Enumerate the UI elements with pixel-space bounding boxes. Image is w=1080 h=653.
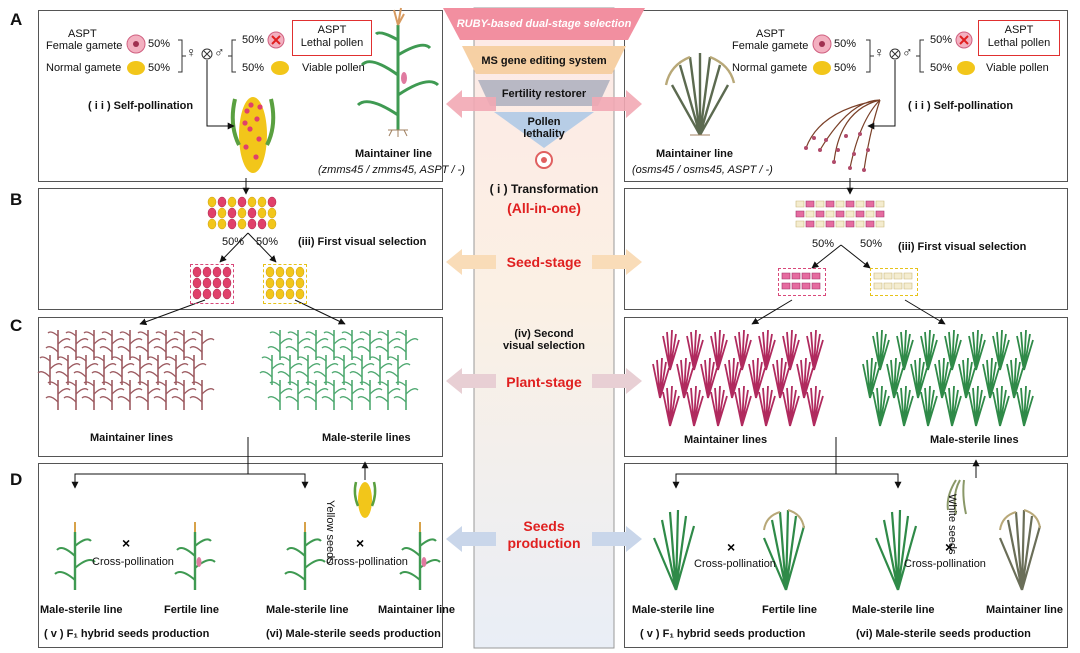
- maize-male-sterile-field: [259, 329, 419, 411]
- rice-f1-production: ( v ) F₁ hybrid seeds production: [640, 628, 806, 640]
- rice-normal-pct: 50%: [834, 62, 857, 74]
- maize-lethal-pct: 50%: [242, 34, 265, 46]
- arrow-transformation: [446, 90, 642, 118]
- rice-normal-gamete: Normal gamete: [732, 62, 808, 74]
- maize-lethal-box-aspt: ASPT: [317, 24, 347, 36]
- maize-maintainer-line-d: Maintainer line: [378, 604, 456, 616]
- cross-symbol-maize-2: ×: [356, 535, 364, 551]
- female-symbol-maize: ♀: [186, 44, 197, 60]
- rice-male-sterile-line-1: Male-sterile line: [632, 604, 715, 616]
- rice-lethal-box-text: Lethal pollen: [987, 37, 1051, 49]
- funnel-fertility-restorer: Fertility restorer: [501, 88, 587, 100]
- rice-cross-pollination-1: Cross-pollination: [694, 558, 776, 570]
- funnel-ms-gene-editing: MS gene editing system: [481, 55, 607, 67]
- rice-lethal-pct: 50%: [930, 34, 953, 46]
- section-label-c: C: [10, 316, 23, 335]
- maize-cross-pollination-2: Cross-pollination: [326, 556, 408, 568]
- maize-viable-pct: 50%: [242, 62, 265, 74]
- rice-pink-seed-box: [778, 268, 826, 296]
- maize-ms-seed-production: (vi) Male-sterile seeds production: [266, 628, 441, 640]
- maize-viable-pollen: Viable pollen: [302, 62, 365, 74]
- rice-fertile-line: Fertile line: [762, 604, 818, 616]
- maize-maintainer-line-label: Maintainer line: [355, 148, 433, 160]
- seed-stage-label: Seed-stage: [506, 254, 582, 270]
- rice-self-pollination: ( i i ) Self-pollination: [908, 100, 1014, 112]
- rice-male-sterile-line-2: Male-sterile line: [852, 604, 935, 616]
- maize-normal-pct: 50%: [148, 62, 171, 74]
- maize-genotype: (zmms45 / zmms45, ASPT / -): [318, 164, 465, 176]
- male-symbol-maize: ♂: [214, 44, 225, 60]
- section-label-a: A: [10, 10, 23, 29]
- rice-viable-pct: 50%: [930, 62, 953, 74]
- rice-female-pct: 50%: [834, 38, 857, 50]
- all-in-one-label: (All-in-one): [507, 200, 581, 216]
- maize-aspt-label: ASPT: [68, 28, 97, 40]
- transformation-label: ( i ) Transformation: [489, 182, 599, 196]
- male-symbol-rice: ♂: [902, 44, 913, 60]
- maize-male-sterile-line-1: Male-sterile line: [40, 604, 123, 616]
- maize-cross-pollination-1: Cross-pollination: [92, 556, 174, 568]
- maize-female-pct: 50%: [148, 38, 171, 50]
- funnel-pollen-lethality: Pollen lethality: [523, 116, 565, 140]
- maize-fertile-line: Fertile line: [164, 604, 220, 616]
- rice-cross-pollination-2: Cross-pollination: [904, 558, 986, 570]
- maize-lethal-pollen-box: ASPT Lethal pollen: [292, 20, 372, 56]
- maize-split-pct-left: 50%: [222, 236, 245, 248]
- cross-symbol-maize-1: ×: [122, 535, 130, 551]
- rice-lethal-box-aspt: ASPT: [1004, 24, 1034, 36]
- rice-maintainer-line-label: Maintainer line: [656, 148, 734, 160]
- maize-first-visual-selection: (iii) First visual selection: [298, 236, 427, 248]
- second-visual-selection-label: (iv) Second visual selection: [503, 328, 585, 352]
- rice-viable-pollen: Viable pollen: [986, 62, 1049, 74]
- maize-f1-production: ( v ) F₁ hybrid seeds production: [44, 628, 210, 640]
- maize-yellow-seed-box: [263, 264, 307, 304]
- maize-yellow-seeds-label: Yellow seeds: [324, 500, 336, 564]
- seeds-production-label: Seeds production: [507, 518, 581, 551]
- rice-female-gamete: Female gamete: [732, 40, 809, 52]
- rice-split-pct-left: 50%: [812, 238, 835, 250]
- rice-maintainer-lines-caption: Maintainer lines: [684, 434, 768, 446]
- plant-stage-label: Plant-stage: [506, 374, 582, 390]
- maize-maintainer-lines-caption: Maintainer lines: [90, 432, 174, 444]
- section-label-b: B: [10, 190, 23, 209]
- maize-mixed-kernels: [207, 196, 277, 230]
- rice-first-visual-selection: (iii) First visual selection: [898, 241, 1027, 253]
- rice-white-seed-box: [870, 268, 918, 296]
- funnel-title: RUBY-based dual-stage selection: [456, 18, 632, 30]
- rice-genotype: (osms45 / osms45, ASPT / -): [632, 164, 773, 176]
- rice-maintainer-line-d: Maintainer line: [986, 604, 1064, 616]
- maize-male-sterile-line-2: Male-sterile line: [266, 604, 349, 616]
- maize-maintainer-field: [37, 329, 215, 411]
- section-label-d: D: [10, 470, 23, 489]
- maize-split-pct-right: 50%: [256, 236, 279, 248]
- rice-maintainer-field: [652, 329, 824, 427]
- maize-red-seed-box: [190, 264, 234, 304]
- maize-self-pollination: ( i i ) Self-pollination: [88, 100, 194, 112]
- rice-split-pct-right: 50%: [860, 238, 883, 250]
- rice-panel-d: [624, 463, 1068, 648]
- rice-male-sterile-field: [862, 329, 1034, 427]
- rice-white-seeds-label: White seeds: [946, 494, 958, 555]
- rice-ms-seed-production: (vi) Male-sterile seeds production: [856, 628, 1031, 640]
- maize-normal-gamete: Normal gamete: [46, 62, 122, 74]
- maize-female-gamete: Female gamete: [46, 40, 123, 52]
- cross-symbol-rice-2: ×: [945, 539, 953, 555]
- female-symbol-rice: ♀: [874, 44, 885, 60]
- rice-ms-lines-caption: Male-sterile lines: [930, 434, 1019, 446]
- maize-lethal-box-text: Lethal pollen: [300, 37, 364, 49]
- cross-symbol-rice-1: ×: [727, 539, 735, 555]
- rice-lethal-pollen-box: ASPT Lethal pollen: [978, 20, 1060, 56]
- maize-panel-a: [38, 10, 443, 182]
- rice-aspt-label: ASPT: [756, 28, 785, 40]
- maize-ms-lines-caption: Male-sterile lines: [322, 432, 411, 444]
